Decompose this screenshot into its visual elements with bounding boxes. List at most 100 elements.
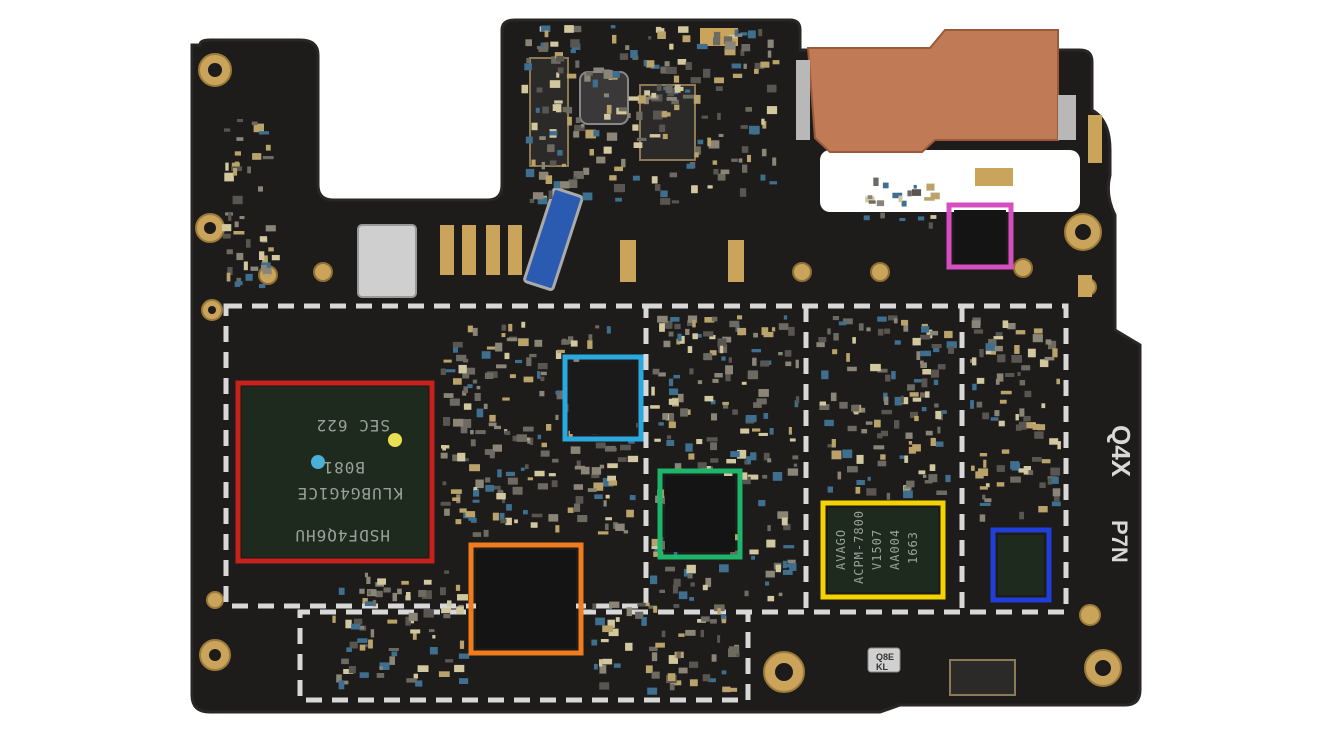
smd-component (481, 351, 491, 359)
smd-component (370, 629, 375, 638)
smd-component (523, 426, 534, 432)
smd-component (646, 60, 655, 68)
smd-component (657, 315, 668, 323)
smd-component (628, 440, 635, 444)
smd-component (645, 665, 653, 674)
smd-component (1026, 422, 1034, 429)
smd-component (750, 452, 757, 461)
smd-component (1018, 468, 1026, 473)
smd-component (617, 457, 627, 462)
smd-component (676, 338, 681, 345)
smd-component (740, 125, 748, 129)
smd-component (271, 255, 280, 261)
smd-component (379, 662, 390, 670)
smd-component (908, 441, 913, 445)
smd-component (525, 136, 533, 144)
smd-component (659, 323, 665, 332)
smd-component (539, 136, 546, 140)
smd-component (575, 496, 584, 504)
smd-component (453, 418, 464, 427)
smd-component (930, 437, 936, 446)
smd-component (650, 64, 660, 69)
smd-component (852, 337, 856, 344)
smd-component (469, 464, 480, 472)
smd-component (630, 50, 638, 58)
smd-component (674, 84, 681, 93)
smd-component (725, 373, 731, 382)
smd-component (568, 336, 574, 344)
smd-component (473, 488, 480, 497)
smd-component (467, 384, 473, 389)
smd-component (336, 674, 342, 683)
yellow-chip-line-4: AA004 (888, 529, 902, 570)
smd-component (888, 315, 898, 321)
smd-component (661, 630, 666, 638)
smd-component (761, 118, 765, 125)
smd-component (894, 420, 900, 429)
smd-component (994, 410, 1000, 417)
memory-chip-line-2: KLUBG4G1CE (297, 484, 403, 503)
smd-component (694, 152, 699, 158)
smd-component (935, 410, 942, 420)
smd-component (692, 333, 698, 340)
smd-component (766, 539, 776, 548)
smd-component (452, 497, 460, 501)
smd-component (1024, 390, 1032, 398)
smd-component (495, 342, 503, 352)
smd-component (739, 188, 747, 197)
smd-component (570, 49, 576, 54)
smd-component (819, 401, 826, 406)
smd-component (1010, 476, 1021, 483)
smd-component (970, 400, 974, 409)
smd-component (706, 437, 718, 442)
smd-component (982, 412, 990, 420)
smd-component (671, 200, 680, 204)
smd-component (625, 45, 630, 50)
smd-component (472, 327, 478, 336)
smd-component (734, 29, 739, 36)
smd-component (633, 142, 643, 148)
smd-component (332, 615, 336, 623)
smd-component (357, 638, 368, 643)
smd-component (463, 403, 472, 410)
smd-component (935, 441, 944, 447)
smd-component (718, 133, 724, 137)
smd-component (525, 168, 535, 178)
smd-component (877, 316, 887, 322)
smd-component (557, 67, 564, 74)
smd-component (410, 629, 421, 634)
smd-component (723, 36, 733, 45)
smd-component (865, 196, 875, 203)
smd-component (747, 474, 759, 480)
memory-chip: HSDF4Q6HU KLUBG4G1CE B081 SEC 622 (235, 380, 435, 564)
smd-component (842, 449, 853, 459)
smd-component (1002, 320, 1009, 328)
smd-component (359, 672, 369, 678)
smd-component (714, 373, 723, 378)
smd-component (691, 185, 698, 194)
smd-component (475, 430, 486, 435)
smd-component (751, 349, 761, 353)
smd-component (375, 590, 383, 598)
smd-component (729, 320, 740, 328)
magenta-highlighted-chip (946, 202, 1014, 270)
gold-contact-pads (440, 28, 1102, 297)
smd-component (536, 45, 544, 50)
smd-component (920, 350, 931, 357)
smd-component (918, 470, 926, 475)
smd-component (596, 156, 606, 164)
smd-component (775, 564, 781, 573)
smd-component (707, 137, 712, 147)
smd-component (721, 356, 726, 361)
smd-component (508, 323, 513, 332)
smd-component (575, 117, 581, 123)
smd-component (686, 564, 696, 574)
smd-component (722, 336, 732, 343)
smd-component (912, 337, 921, 346)
smd-component (620, 444, 631, 451)
smd-component (911, 189, 922, 196)
smd-component (367, 589, 377, 597)
smd-component (925, 391, 930, 398)
smd-component (456, 354, 467, 362)
smd-component (600, 639, 609, 643)
